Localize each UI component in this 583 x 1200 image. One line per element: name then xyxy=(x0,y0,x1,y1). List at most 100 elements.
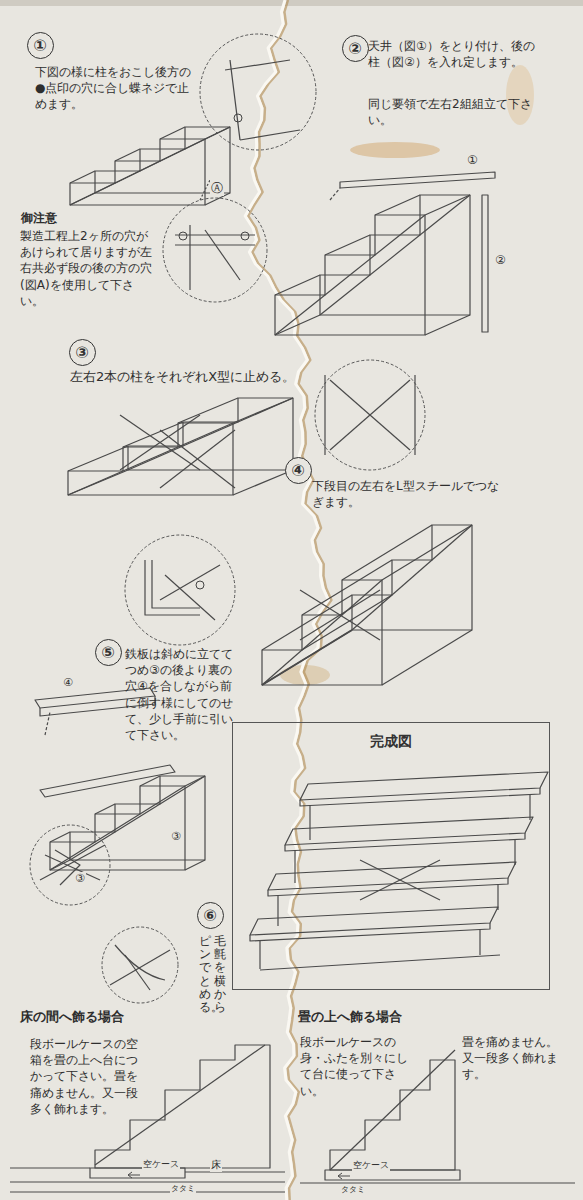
drawing-stroke xyxy=(233,398,293,423)
drawing-stroke xyxy=(68,446,128,471)
step-board xyxy=(268,878,508,896)
drawing-stroke xyxy=(115,149,140,161)
drawing-stroke xyxy=(128,1175,140,1176)
drawing-stroke xyxy=(160,430,235,488)
instruction-text: 下段目の左右をL型スチールでつなぎます。 xyxy=(312,478,508,510)
drawing-stroke xyxy=(352,525,472,630)
drawing-stroke xyxy=(342,525,432,580)
stair-frame xyxy=(352,525,472,630)
drawing-stroke xyxy=(324,375,325,455)
drawing-stroke xyxy=(70,193,95,205)
drawing-stroke xyxy=(259,941,260,969)
step-number-text: ② xyxy=(348,39,362,58)
drawing-stroke xyxy=(360,860,440,900)
drawing-stroke xyxy=(300,1182,575,1183)
drawing-stroke xyxy=(10,1191,285,1192)
step-number: ③ xyxy=(69,339,96,366)
detail-circle xyxy=(163,198,267,302)
rear-post xyxy=(482,195,488,332)
instruction-text: 天井（図①）をとり付け、後の柱（図②）を入れ定します。 xyxy=(368,38,536,70)
instruction-text: ピンでとめる。 xyxy=(199,935,211,1014)
drawing-stroke xyxy=(262,630,352,685)
drawing-stroke xyxy=(160,565,220,600)
step-number: ④ xyxy=(285,457,312,484)
detail-circle xyxy=(102,927,178,1003)
pin xyxy=(115,945,165,980)
drawing-stroke xyxy=(277,896,278,926)
drawing-stroke xyxy=(140,776,160,786)
step-number-text: ① xyxy=(33,36,47,55)
instruction-text: 空ケース xyxy=(142,1158,180,1170)
drawing-stroke xyxy=(175,244,255,245)
drawing-stroke xyxy=(425,195,470,215)
detail-circle xyxy=(200,34,316,150)
drawing-stroke xyxy=(300,590,380,640)
section-heading: 畳の上へ飾る場合 xyxy=(298,1008,402,1026)
drawing-stroke xyxy=(497,884,498,910)
ceiling-bar xyxy=(340,172,495,188)
drawing-stroke xyxy=(125,955,150,990)
drawing-stroke xyxy=(10,1181,285,1182)
instruction-text: 毛氈を横から xyxy=(214,935,226,1014)
drawing-stroke xyxy=(382,525,472,580)
step-number: ② xyxy=(342,35,369,62)
l-steel xyxy=(145,560,200,615)
figure-frame: 完成図 xyxy=(232,722,550,990)
drawing-stroke xyxy=(240,130,300,140)
wing-screw xyxy=(196,581,204,589)
callout-number: Ⓐ xyxy=(210,180,224,196)
callout-number: ③ xyxy=(170,830,182,845)
drawing-stroke xyxy=(302,595,392,650)
paper-edge xyxy=(0,0,583,6)
step-number-text: ⑥ xyxy=(203,906,217,925)
callout-number: ④ xyxy=(62,676,74,691)
drawing-stroke xyxy=(262,580,382,685)
drawing-stroke xyxy=(414,375,415,455)
stair-frame xyxy=(68,423,233,495)
drawing-stroke xyxy=(275,275,320,295)
drawing-stroke xyxy=(50,832,70,842)
wing-screw xyxy=(234,114,242,122)
stair-frame xyxy=(262,580,382,685)
drawing-stroke xyxy=(128,1172,132,1178)
figure-title: 完成図 xyxy=(233,733,549,751)
drawing-stroke xyxy=(262,630,352,685)
drawing-stroke xyxy=(382,630,472,685)
stain xyxy=(350,142,440,158)
drawing-stroke xyxy=(45,855,100,880)
stain xyxy=(506,65,534,125)
drawing-stroke xyxy=(120,415,200,470)
drawing-stroke xyxy=(294,851,295,883)
stair-frame xyxy=(320,195,470,315)
drawing-stroke xyxy=(375,195,420,215)
drawing-stroke xyxy=(275,315,320,335)
drawing-stroke xyxy=(514,839,515,865)
drawing-stroke xyxy=(320,195,470,315)
drawing-stroke xyxy=(230,60,240,140)
drawing-stroke xyxy=(165,575,215,620)
drawing-stroke xyxy=(309,806,310,840)
drawing-stroke xyxy=(260,955,500,970)
drawing-stroke xyxy=(185,776,205,786)
drawing-stroke xyxy=(123,422,183,447)
wing-screw xyxy=(179,232,187,240)
detail-circle xyxy=(125,535,235,645)
drawing-stroke xyxy=(338,1176,350,1177)
drawing-stroke xyxy=(40,845,105,880)
drawing-stroke xyxy=(325,235,370,255)
drawing-stroke xyxy=(330,380,410,450)
detail-circle xyxy=(30,825,110,905)
step-number: ⑤ xyxy=(95,639,122,666)
step-number: ⑥ xyxy=(197,902,224,929)
drawing-stroke xyxy=(529,794,530,820)
drawing-stroke xyxy=(338,1173,342,1179)
drawing-stroke xyxy=(178,398,238,423)
instruction-text: 畳を痛めません。又一段多く飾れます。 xyxy=(462,1034,566,1083)
steel-plate xyxy=(40,765,175,797)
drawing-stroke xyxy=(233,470,293,495)
drawing-stroke xyxy=(479,929,480,955)
step-board xyxy=(250,923,490,941)
drawing-stroke xyxy=(262,595,352,650)
instruction-text: タタミ xyxy=(340,1185,366,1196)
drawing-stroke xyxy=(225,60,290,70)
